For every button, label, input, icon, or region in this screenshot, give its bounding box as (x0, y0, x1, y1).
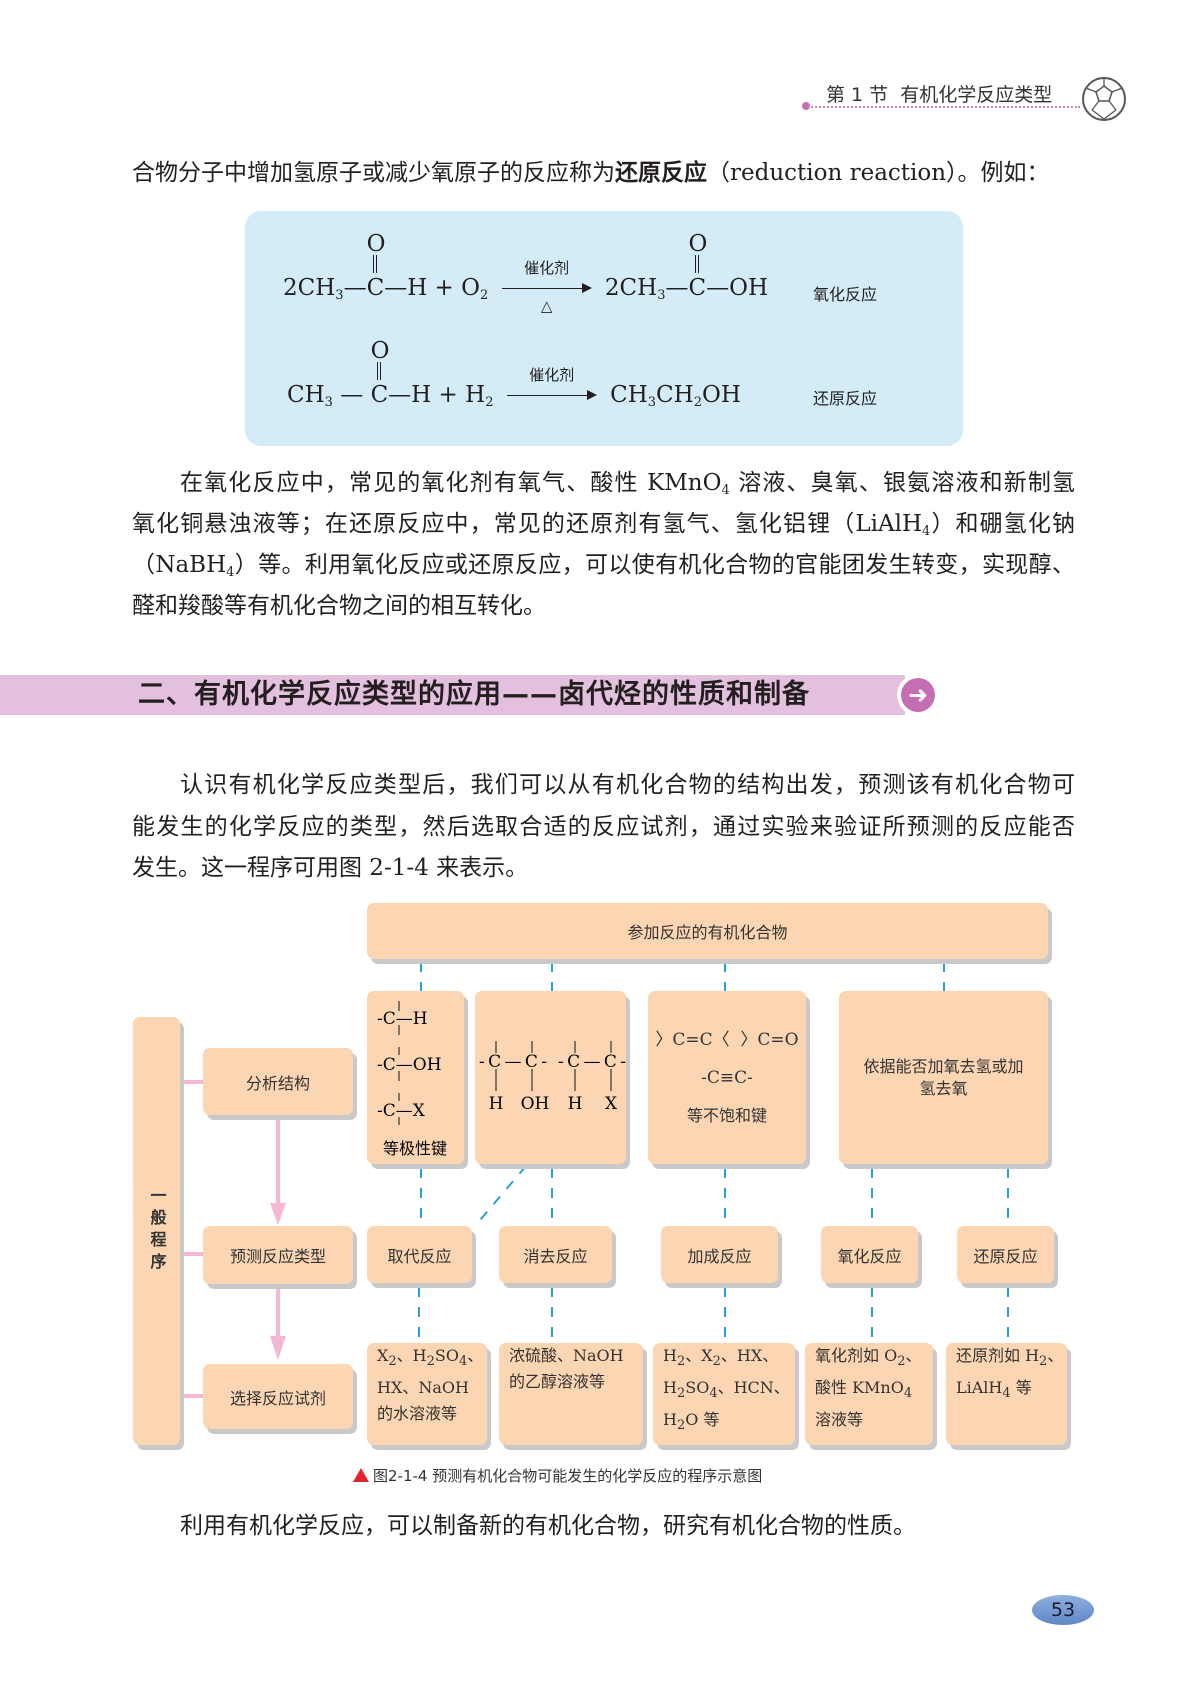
running-header: 第 1 节 有机化学反应类型 (826, 84, 1053, 106)
double-bonds: 〉C=C〈 〉C=O (655, 1029, 799, 1050)
paragraph-line: 能发生的化学反应的类型，然后选取合适的反应试剂，通过实验来验证所预测的反应能否 (132, 814, 1075, 840)
reaction-type-addition: 加成反应 (661, 1226, 778, 1283)
eq-rhs: 2CH3— (604, 275, 689, 303)
reagent-line: 的水溶液等 (377, 1404, 458, 1423)
redox-criterion-box: 依据能否加氧去氢或加氢去氧 (839, 991, 1048, 1164)
polar-bond-structures: -C—H -C—OH -C—X 等极性键 (377, 1001, 447, 1158)
unsaturated-label: 等不饱和键 (686, 1105, 767, 1125)
bond-cc: -C—C- (558, 1052, 626, 1072)
fullerene-icon (1082, 77, 1126, 121)
arrow-right-circle-icon: ➜ (897, 674, 939, 716)
eq-rhs: CH3CH2OH (610, 382, 741, 410)
term-reduction: 还原反应 (615, 160, 707, 186)
section-heading: 二、有机化学反应类型的应用——卤代烃的性质和制备 (138, 679, 810, 710)
header-dot (802, 102, 810, 110)
eq-lhs-post: —H + O2 (384, 275, 489, 303)
reagent-elimination: 浓硫酸、NaOH 的乙醇溶液等 (499, 1343, 643, 1445)
paragraph-line: 发生。这一程序可用图 2-1-4 来表示。 (132, 855, 529, 881)
sub-oh: OH (521, 1094, 550, 1114)
bond-coh: -C—OH (377, 1055, 442, 1075)
step-analyze-structure: 分析结构 (203, 1048, 353, 1115)
reagent-reduction: 还原剂如 H2、 LiAlH4 等 (946, 1343, 1067, 1445)
step-predict-reaction: 预测反应类型 (203, 1226, 353, 1284)
arrow-condition: 催化剂 (524, 259, 570, 277)
reagent-line: LiAlH4 等 (956, 1378, 1032, 1401)
polar-bond-box: -C—H -C—OH -C—X 等极性键 (367, 991, 464, 1164)
sub-x: X (605, 1094, 618, 1114)
sub-h: H (568, 1094, 583, 1114)
paragraph-line: 氧化铜悬浊液等；在还原反应中，常见的还原剂有氢气、氢化铝锂（LiAlH4）和硼氢… (132, 511, 1076, 539)
eq-lhs-post: —H + H2 (388, 382, 494, 410)
paragraph-line: 在氧化反应中，常见的氧化剂有氧气、酸性 KMnO4 溶液、臭氧、银氨溶液和新制氢 (180, 470, 1076, 498)
header-divider (808, 106, 1080, 108)
reagent-line: H2SO4、HCN、 (663, 1378, 790, 1401)
carbonyl-c: C (370, 382, 389, 408)
reagent-line: X2、H2SO4、 (377, 1346, 484, 1369)
elimination-structures: -C—C- -C—C- H OH H X (479, 1041, 626, 1114)
reaction-type-elimination: 消去反应 (499, 1226, 612, 1283)
reagent-line: 酸性 KMnO4 (815, 1378, 913, 1401)
paragraph-line: （NaBH4）等。利用氧化反应或还原反应，可以使有机化合物的官能团发生转变，实现… (132, 552, 1076, 580)
paragraph-line: 认识有机化学反应类型后，我们可以从有机化合物的结构出发，预测该有机化合物可 (180, 772, 1075, 798)
reagent-addition: H2、X2、HX、 H2SO4、HCN、 H2O 等 (653, 1343, 795, 1445)
intro-text: 合物分子中增加氢原子或减少氧原子的反应称为 (132, 160, 615, 186)
bond-cc: -C—C- (479, 1052, 547, 1072)
equation-label: 氧化反应 (813, 285, 878, 304)
organic-compound-box: 参加反应的有机化合物 (367, 903, 1048, 959)
reagent-line: 溶液等 (815, 1410, 864, 1429)
eq-lhs: CH3 — (287, 382, 371, 410)
procedure-column: 一般程序 (133, 1017, 180, 1445)
carbonyl-c: C (688, 275, 707, 301)
section-heading-band (0, 675, 905, 715)
eq-lhs: 2CH3— (283, 275, 367, 303)
unsaturated-bond-box: 〉C=C〈 〉C=O -C≡C- 等不饱和键 (648, 991, 806, 1164)
reagent-oxidation: 氧化剂如 O2、酸性 KMnO4 溶液等 (805, 1343, 933, 1445)
bond-ch: -C—H (377, 1009, 428, 1029)
reagent-line: 的乙醇溶液等 (509, 1372, 606, 1391)
reagent-line: 还原剂如 H2、 (956, 1346, 1064, 1369)
triple-bond: -C≡C- (701, 1067, 753, 1088)
reaction-type-reduction: 还原反应 (957, 1226, 1054, 1283)
figure-caption: 图2-1-4 预测有机化合物可能发生的化学反应的程序示意图 (353, 1465, 762, 1486)
equation-label: 还原反应 (813, 389, 878, 408)
reagent-line: 氧化剂如 O2、 (815, 1346, 922, 1369)
elimination-structure-box: -C—C- -C—C- H OH H X (475, 991, 626, 1164)
caption-triangle-icon (353, 1468, 369, 1482)
arrow-condition: 催化剂 (529, 366, 575, 384)
carbonyl-o: O (370, 338, 390, 364)
reaction-type-substitution: 取代反应 (367, 1226, 472, 1283)
equation-box (245, 211, 963, 446)
eq-rhs-post: —OH (706, 275, 769, 301)
intro-line: 合物分子中增加氢原子或减少氧原子的反应称为还原反应（reduction reac… (132, 158, 1075, 188)
carbonyl-o: O (366, 231, 386, 257)
intro-text-after: （reduction reaction）。例如： (707, 160, 1050, 186)
polar-bond-label: 等极性键 (383, 1139, 447, 1158)
reagent-line: H2、X2、HX、 (663, 1346, 779, 1369)
page-number: 53 (1032, 1595, 1094, 1625)
paragraph-line: 醛和羧酸等有机化合物之间的相互转化。 (132, 593, 546, 619)
reagent-line: H2O 等 (663, 1410, 720, 1433)
closing-paragraph: 利用有机化学反应，可以制备新的有机化合物，研究有机化合物的性质。 (180, 1513, 916, 1539)
reagent-substitution: X2、H2SO4、 HX、NaOH 的水溶液等 (367, 1343, 487, 1445)
reaction-arrow: 催化剂 △ (501, 259, 592, 315)
step-choose-reagent: 选择反应试剂 (203, 1364, 353, 1429)
reaction-arrow: 催化剂 (506, 366, 597, 406)
reagent-line: 浓硫酸、NaOH (509, 1346, 624, 1365)
sub-h: H (489, 1094, 504, 1114)
reagent-line: HX、NaOH (377, 1378, 469, 1397)
procedure-label: 一般程序 (147, 1187, 167, 1275)
bond-cx: -C—X (377, 1101, 426, 1121)
reaction-type-oxidation: 氧化反应 (821, 1226, 918, 1283)
carbonyl-o: O (688, 231, 708, 257)
caption-text: 图2-1-4 预测有机化合物可能发生的化学反应的程序示意图 (373, 1467, 763, 1485)
arrow-heat: △ (540, 297, 553, 315)
carbonyl-c: C (366, 275, 385, 301)
